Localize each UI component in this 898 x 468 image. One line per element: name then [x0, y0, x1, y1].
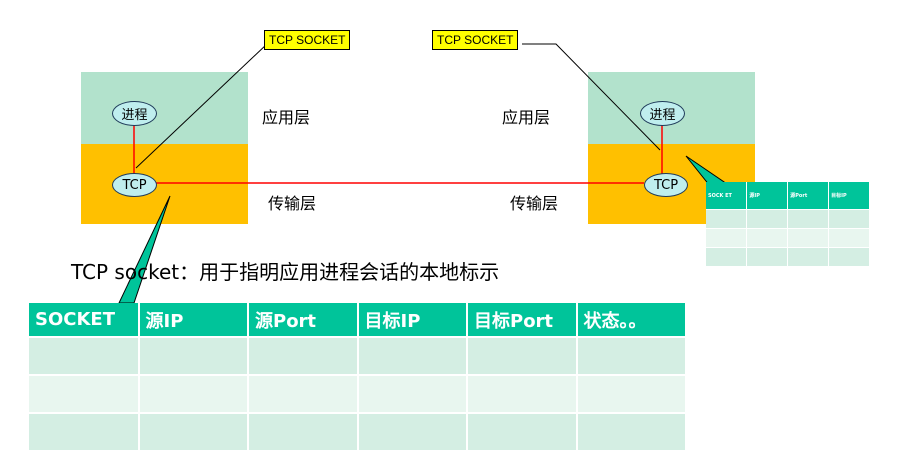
mini-header-cell: 源IP: [746, 182, 789, 210]
app-layer-label-left: 应用层: [262, 108, 311, 127]
table-cell: [787, 228, 830, 248]
table-row: [29, 336, 687, 375]
header-source-ip: 源IP: [138, 303, 249, 337]
table-row: [29, 412, 687, 450]
transport-layer-label-right: 传输层: [510, 194, 559, 213]
header-dest-port: 目标Port: [467, 303, 578, 337]
table-cell: [29, 374, 140, 413]
right-process-node: 进程: [640, 101, 685, 126]
left-table-pointer: [118, 195, 171, 304]
table-row: [706, 209, 870, 229]
left-callout-leader: [135, 43, 268, 169]
table-cell: [357, 374, 468, 413]
table-cell: [467, 412, 578, 450]
table-cell: [746, 209, 789, 229]
table-cell: [746, 247, 789, 266]
table-cell: [29, 412, 140, 450]
app-layer-label-right: 应用层: [502, 108, 551, 127]
table-cell: [828, 247, 870, 266]
table-cell: [248, 336, 359, 375]
header-dest-ip: 目标IP: [357, 303, 468, 337]
table-cell: [248, 412, 359, 450]
table-row: [706, 247, 870, 266]
table-cell: [706, 228, 748, 248]
table-cell: [29, 336, 140, 375]
table-cell: [467, 336, 578, 375]
table-cell: [467, 374, 578, 413]
mini-header-cell: 源Port: [787, 182, 830, 210]
table-cell: [357, 336, 468, 375]
table-cell: [576, 374, 687, 413]
table-row: [29, 374, 687, 413]
right-tcp-socket-callout: TCP SOCKET: [432, 30, 519, 50]
table-cell: [138, 336, 249, 375]
left-process-node: 进程: [112, 101, 157, 126]
transport-layer-label-left: 传输层: [268, 194, 317, 213]
table-cell: [576, 412, 687, 450]
right-callout-leader: [522, 43, 661, 151]
right-tcp-node: TCP: [644, 173, 688, 197]
table-cell: [787, 247, 830, 266]
table-cell: [746, 228, 789, 248]
table-cell: [706, 247, 748, 266]
table-cell: [828, 228, 870, 248]
left-tcp-socket-callout: TCP SOCKET: [264, 30, 351, 50]
socket-table-header-row: SOCKET 源IP 源Port 目标IP 目标Port 状态。。: [29, 303, 687, 337]
socket-definition-caption: TCP socket：用于指明应用进程会话的本地标示: [71, 260, 500, 284]
table-cell: [787, 209, 830, 229]
table-cell: [248, 374, 359, 413]
left-application-layer: [81, 72, 248, 144]
table-cell: [357, 412, 468, 450]
header-socket: SOCKET: [29, 303, 140, 337]
table-cell: [576, 336, 687, 375]
table-row: [706, 228, 870, 248]
mini-socket-table: SOCK ET 源IP 源Port 目标IP: [706, 182, 870, 266]
mini-header-cell: 目标IP: [828, 182, 870, 210]
table-cell: [706, 209, 748, 229]
header-state: 状态。。: [576, 303, 687, 337]
mini-header-cell: SOCK ET: [706, 182, 748, 210]
mini-table-header-row: SOCK ET 源IP 源Port 目标IP: [706, 182, 870, 210]
socket-table: SOCKET 源IP 源Port 目标IP 目标Port 状态。。: [29, 303, 687, 450]
table-cell: [138, 374, 249, 413]
table-cell: [138, 412, 249, 450]
left-tcp-node: TCP: [112, 173, 157, 197]
header-source-port: 源Port: [248, 303, 359, 337]
table-cell: [828, 209, 870, 229]
